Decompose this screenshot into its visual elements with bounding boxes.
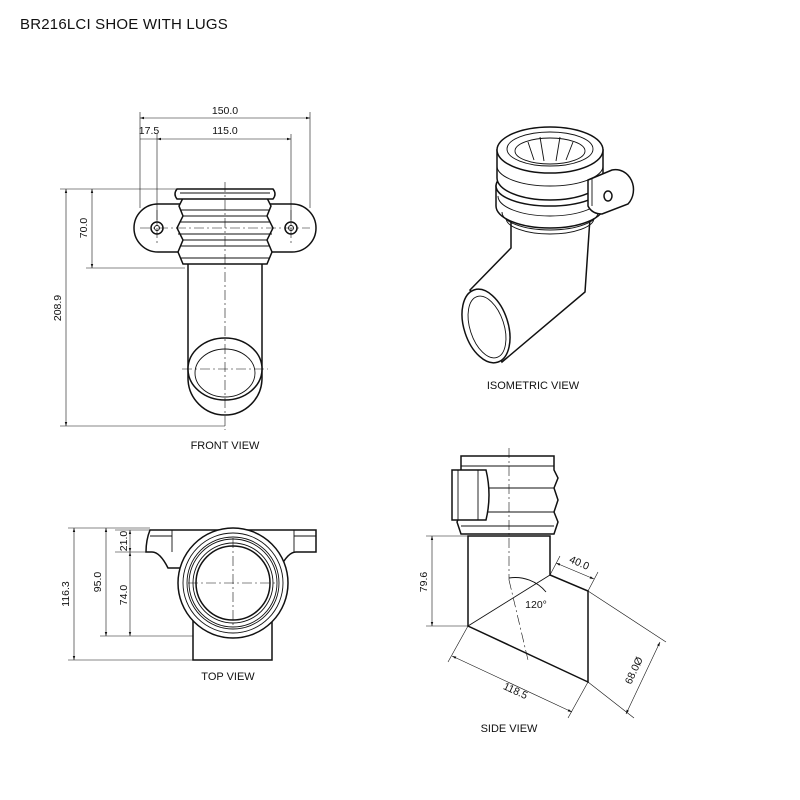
dim-overall-depth: 116.3 [60, 581, 72, 607]
dim-outlet-length: 118.5 [501, 680, 529, 702]
side-view-caption: SIDE VIEW [481, 723, 538, 735]
iso-lug-hole [603, 190, 613, 202]
dim-front-depth: 95.0 [92, 572, 104, 593]
front-view-caption: FRONT VIEW [191, 440, 260, 452]
iso-outlet-opening [461, 288, 511, 364]
front-socket-rim [174, 188, 276, 200]
isometric-view: ISOMETRIC VIEW [461, 126, 635, 392]
dim-socket-height: 70.0 [78, 218, 90, 239]
dim-centre-depth: 74.0 [118, 585, 130, 606]
dim-lug-centres: 115.0 [212, 125, 238, 137]
drawing-title: BR216LCI SHOE WITH LUGS [20, 16, 228, 33]
isometric-view-caption: ISOMETRIC VIEW [487, 380, 580, 392]
dim-angle: 120° [525, 599, 547, 611]
dim-toe-width: 40.0 [567, 554, 591, 573]
dim-lug-depth: 21.0 [118, 531, 130, 552]
dim-spigot-length: 79.6 [418, 572, 430, 593]
dim-overall-width: 150.0 [212, 105, 238, 117]
top-view: 21.0 95.0 74.0 116.3 TOP VIEW [60, 527, 317, 683]
front-view: 150.0 17.5 115.0 70.0 208.9 FRONT VIEW [52, 105, 317, 452]
side-lug [451, 469, 490, 521]
dim-lug-offset: 17.5 [139, 125, 160, 137]
top-view-caption: TOP VIEW [201, 671, 255, 683]
iso-socket-opening [496, 126, 604, 174]
dim-overall-height: 208.9 [52, 295, 64, 321]
dim-outlet-diameter: 68.0Ø [623, 655, 646, 686]
side-view: 79.6 40.0 120° 118.5 68.0Ø SIDE VIEW [418, 448, 667, 735]
